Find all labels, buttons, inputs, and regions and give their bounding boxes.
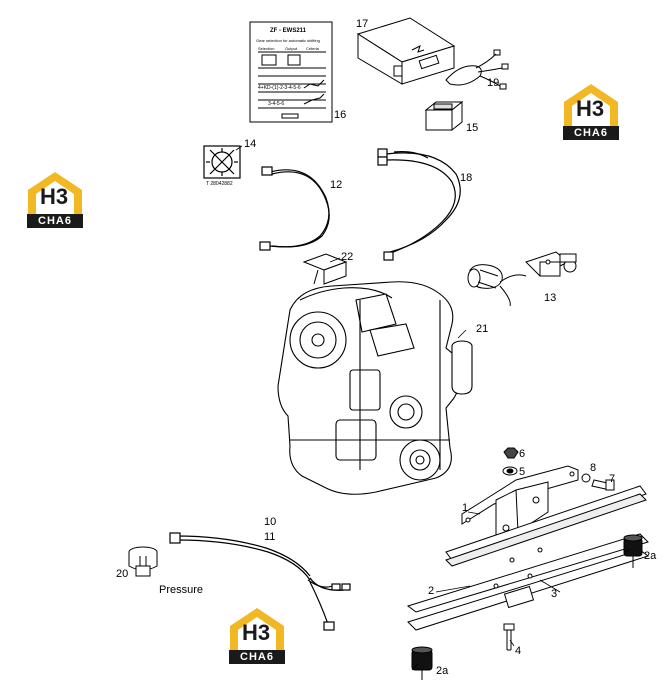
watermark-logo-left: H3 CHA6 [24, 168, 86, 228]
decal-col-selection: Selection [258, 46, 275, 51]
harness-18 [377, 148, 461, 261]
decal-card [249, 21, 333, 123]
rubber-mounts [411, 534, 643, 680]
callout-17: 17 [356, 18, 369, 30]
watermark-mark: H3 [242, 620, 271, 645]
watermark-word: CHA6 [563, 126, 619, 140]
pressure-sensor [128, 546, 158, 577]
harness-10-11 [169, 532, 351, 631]
callout-16: 16 [334, 109, 347, 121]
callout-15: 15 [466, 122, 479, 134]
callout-2: 2 [428, 585, 435, 597]
callout-8: 8 [590, 462, 597, 474]
watermark-mark: H3 [576, 96, 605, 121]
pressure-label: Pressure [159, 584, 204, 596]
watermark-mark: H3 [40, 184, 69, 209]
callout-13: 13 [544, 292, 557, 304]
watermark-word: CHA6 [27, 214, 83, 228]
decal-subtitle: Gear selection for automatic shifting [256, 38, 320, 43]
house-roof-icon [230, 608, 284, 650]
shift-selector [467, 251, 577, 307]
callout-18: 18 [460, 172, 473, 184]
wiring-pigtail [445, 49, 509, 90]
watermark-logo-bottom: H3 CHA6 [226, 604, 288, 664]
callout-4: 4 [515, 645, 522, 657]
callout-2a-bottom: 2a [436, 665, 449, 677]
switch-module [424, 100, 464, 132]
callout-19: 19 [487, 77, 500, 89]
ecu-control-unit [356, 17, 456, 85]
mounting-bracket [461, 465, 579, 541]
bracket-22 [302, 253, 348, 285]
harness-12 [259, 166, 330, 251]
callout-14: 14 [244, 138, 257, 150]
decal-title: ZF - EWS211 [270, 28, 307, 34]
watermark-logo-right: H3 CHA6 [560, 80, 622, 140]
callout-10: 10 [264, 516, 277, 528]
callout-1: 1 [462, 502, 469, 514]
decal-row-1: 4+KD-(1)-2-3-4-5-6 [258, 85, 301, 91]
callout-21: 21 [476, 323, 489, 335]
callout-5: 5 [519, 466, 526, 478]
warning-sticker [203, 145, 241, 179]
fasteners [502, 447, 615, 491]
decal-col-output: Output [285, 46, 298, 51]
callout-12: 12 [330, 179, 343, 191]
sticker-code: T 28042882 [206, 181, 233, 187]
callout-7: 7 [609, 473, 616, 485]
callout-22: 22 [341, 251, 354, 263]
plates [406, 485, 650, 631]
bolt [503, 623, 515, 651]
house-roof-icon [564, 84, 618, 126]
decal-row-2: 3-4-5-6 [268, 101, 285, 107]
callout-2a-top: 2a [644, 550, 657, 562]
decal-col-criteria: Criteria [306, 46, 319, 51]
house-roof-icon [28, 172, 82, 214]
transmission-assembly [277, 281, 473, 495]
watermark-word: CHA6 [229, 650, 285, 664]
leader-lines [235, 145, 631, 671]
callout-11: 11 [264, 531, 276, 543]
callout-3: 3 [551, 588, 558, 600]
callout-6: 6 [519, 448, 526, 460]
callout-20: 20 [116, 568, 129, 580]
